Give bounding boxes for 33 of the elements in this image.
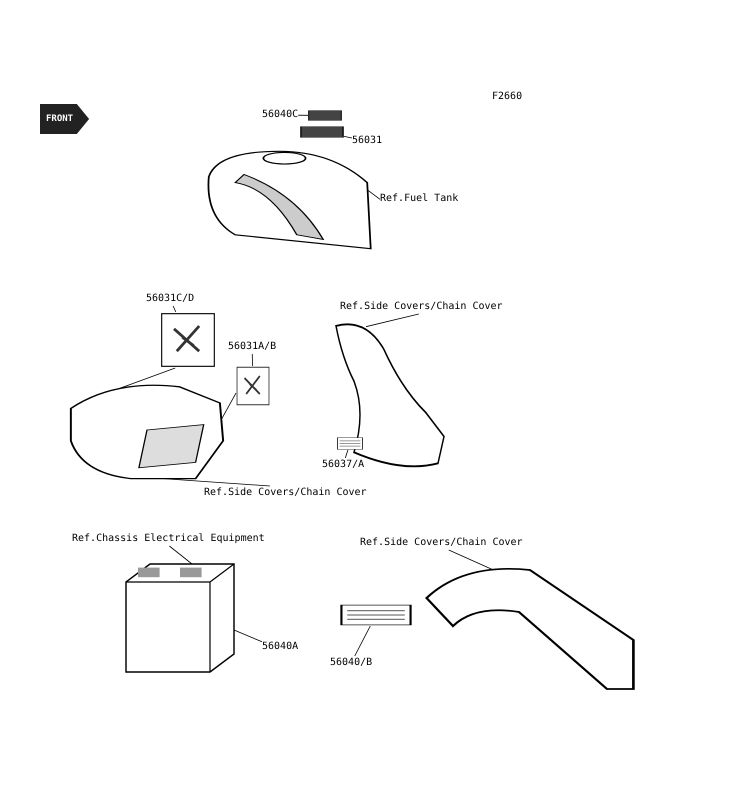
figure-code: F2660	[492, 90, 522, 104]
decal-drawing	[300, 126, 344, 138]
reference-label: Ref.Side Covers/Chain Cover	[204, 486, 367, 500]
decal-drawing	[236, 366, 270, 406]
leader-line	[344, 136, 352, 138]
decal-drawing	[340, 604, 412, 626]
leader-line	[172, 306, 176, 312]
part-number: 56031C/D	[146, 292, 194, 306]
leader-line	[168, 546, 192, 564]
decal-drawing	[308, 110, 342, 121]
decal-drawing	[337, 437, 363, 450]
leader-line	[366, 314, 420, 328]
leader-line	[119, 368, 176, 389]
part-number: 56037/A	[322, 458, 364, 472]
leader-line	[221, 392, 236, 420]
part-number: 56031	[352, 134, 382, 148]
leader-line	[252, 354, 253, 366]
part-number: 56040A	[262, 640, 298, 654]
part-number: 56040C	[262, 108, 298, 122]
leader-line	[162, 478, 270, 486]
reference-label: Ref.Side Covers/Chain Cover	[340, 300, 503, 314]
leader-line	[448, 550, 493, 570]
decal-drawing	[160, 312, 216, 368]
part-number: 56040/B	[330, 656, 372, 670]
part-number: 56031A/B	[228, 340, 276, 354]
leader-line	[354, 626, 371, 656]
leader-line	[368, 190, 380, 200]
leader-line	[234, 630, 262, 642]
reference-label: Ref.Side Covers/Chain Cover	[360, 536, 523, 550]
reference-label: Ref.Fuel Tank	[380, 192, 458, 206]
leader-line	[344, 450, 348, 458]
leader-line	[298, 114, 308, 116]
reference-label: Ref.Chassis Electrical Equipment	[72, 532, 265, 546]
